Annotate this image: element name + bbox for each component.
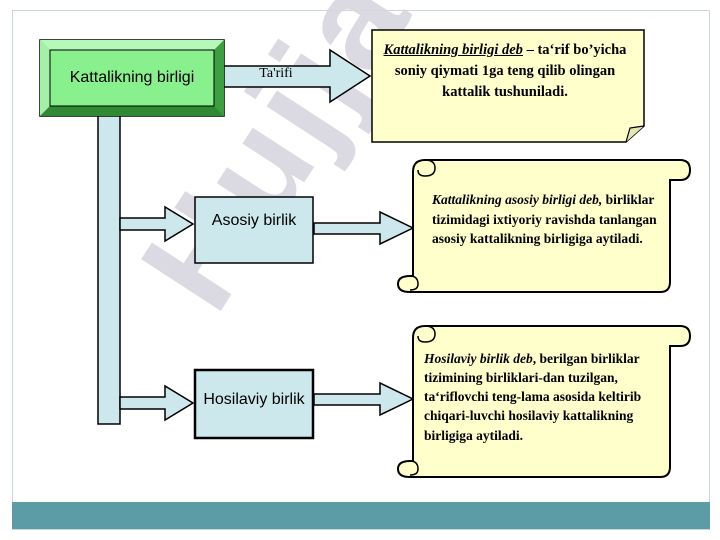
- base-unit-scroll-shape: [396, 159, 692, 293]
- arrow-to-base-unit: [119, 205, 195, 243]
- derived-unit-scroll-shape: [396, 325, 692, 478]
- arrow-base-to-scroll: [313, 210, 415, 246]
- base-unit-label: Asosiy birlik: [211, 212, 297, 230]
- definition-body: – ta‘rif bo’yicha soniy qiymati 1ga teng…: [394, 42, 627, 101]
- arrow-to-derived-unit: [119, 384, 195, 422]
- arrow-to-definition: [221, 48, 372, 104]
- base-unit-scroll-text: Kattalikning asosiy birligi deb, birlikl…: [432, 190, 677, 249]
- derived-unit-term: Hosilaviy birlik deb: [424, 351, 533, 366]
- base-unit-term: Kattalikning asosiy birligi deb,: [432, 192, 603, 207]
- derived-unit-box: [193, 368, 315, 440]
- slide-frame: [12, 10, 710, 530]
- base-unit-body: birliklar tizimidagi ixtiyoriy ravishda …: [432, 192, 657, 247]
- definition-note-shape: [371, 29, 645, 143]
- definition-term: Kattalikning birligi deb: [383, 42, 523, 58]
- main-box: [39, 39, 225, 117]
- arrow-derived-to-scroll: [313, 381, 415, 417]
- derived-unit-body: , berilgan birliklar tizimining birlikla…: [424, 351, 642, 443]
- arrow-definition-label: Ta'rifi: [259, 66, 293, 81]
- main-box-label: Kattalikning birligi: [69, 69, 195, 87]
- derived-unit-label: Hosilaviy birlik: [203, 391, 305, 409]
- derived-unit-scroll-text: Hosilaviy birlik deb, berilgan birliklar…: [424, 349, 669, 445]
- bottom-bar: [12, 502, 710, 529]
- vertical-connector: [97, 113, 121, 425]
- definition-note-text: Kattalikning birligi deb – ta‘rif bo’yic…: [380, 40, 630, 103]
- base-unit-box: [194, 196, 314, 264]
